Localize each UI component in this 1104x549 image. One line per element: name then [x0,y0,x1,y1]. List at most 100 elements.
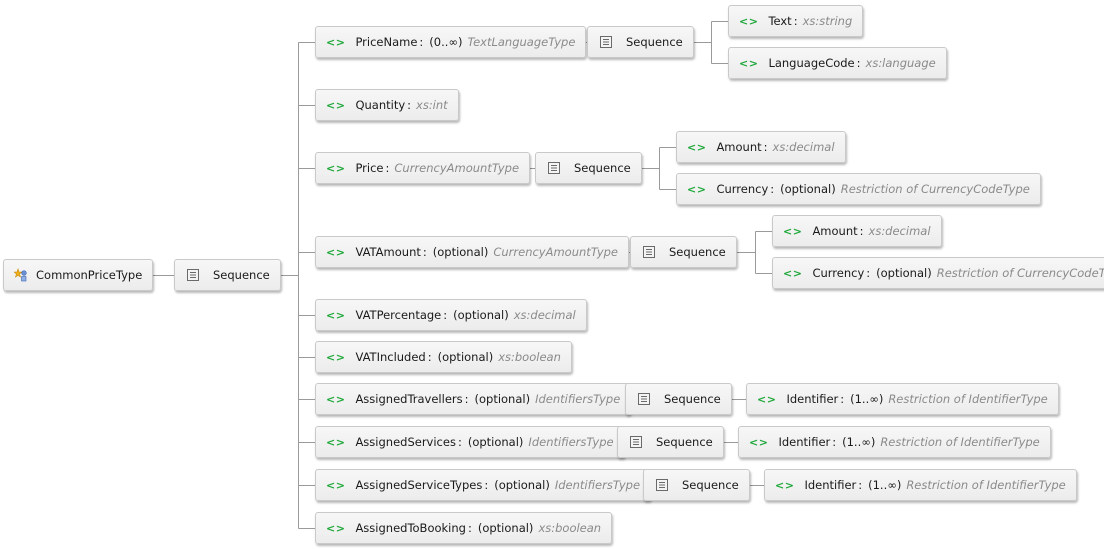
sequence-label: Sequence [682,478,739,492]
element-assignedservicetypes[interactable]: <>AssignedServiceTypes:(optional)Identif… [315,469,652,501]
sequence-icon [548,162,560,174]
element-icon: <> [326,161,346,175]
separator: : [763,140,768,154]
sequence-label: Sequence [656,435,713,449]
element-icon: <> [326,350,346,364]
element-name: Identifier [804,478,857,492]
type-name: IdentifiersType [535,392,621,406]
multiplicity: (1..∞) [842,435,876,449]
element-name: PriceName [355,35,418,49]
sequence-label: Sequence [574,161,631,175]
element-vatamount-currency[interactable]: <>Currency:(optional)Restriction of Curr… [772,257,1104,289]
type-name: Restriction of IdentifierType [888,392,1048,406]
element-assignedtravellers-sequence[interactable]: Sequence [625,383,732,415]
root-type-name: CommonPriceType [36,268,143,282]
multiplicity: (optional) [432,245,489,259]
type-name: IdentifiersType [528,435,614,449]
element-assignedtravellers[interactable]: <>AssignedTravellers:(optional)Identifie… [315,383,632,415]
separator: : [859,224,864,238]
separator: : [866,266,871,280]
type-name: TextLanguageType [467,35,576,49]
element-pricename-sequence[interactable]: Sequence [587,26,694,58]
multiplicity: (optional) [876,266,932,280]
element-vatamount-amount[interactable]: <> Amount: xs:decimal [772,215,942,247]
separator: : [770,182,775,196]
type-name: CurrencyAmountType [394,161,520,175]
type-name: xs:int [416,98,448,112]
sequence-icon [630,436,642,448]
element-name: Text [768,14,792,28]
element-assignedtravellers-identifier[interactable]: <>Identifier:(1..∞)Restriction of Identi… [746,383,1059,415]
type-name: Restriction of CurrencyCodeType [840,182,1030,196]
element-icon: <> [783,224,803,238]
separator: : [419,35,424,49]
multiplicity: (0..∞) [429,35,463,49]
type-name: xs:decimal [868,224,931,238]
type-name: xs:string [802,14,853,28]
element-name: Currency [812,266,865,280]
sequence-icon [643,246,655,258]
separator: : [856,56,861,70]
element-name: Amount [716,140,762,154]
element-assignedservices[interactable]: <> AssignedServices: (optional) Identifiers… [315,426,625,458]
type-name: xs:boolean [498,350,561,364]
element-pricename-languagecode[interactable]: <>LanguageCode:xs:language [728,47,947,79]
element-icon: <> [326,521,346,535]
separator: : [793,14,798,28]
element-name: Currency [716,182,769,196]
element-pricename[interactable]: <>PriceName:(0..∞)TextLanguageType [315,26,587,58]
element-icon: <> [749,435,769,449]
separator: : [484,478,489,492]
element-vatamount[interactable]: <>VATAmount:(optional)CurrencyAmountType [315,236,630,268]
element-price-currency[interactable]: <>Currency:(optional)Restriction of Curr… [676,173,1041,205]
multiplicity: (optional) [437,350,494,364]
element-name: Identifier [786,392,839,406]
element-assignedservices-sequence[interactable]: Sequence [617,426,724,458]
element-name: AssignedServiceTypes [355,478,483,492]
element-assignedservicetypes-sequence[interactable]: Sequence [643,469,750,501]
multiplicity: (optional) [453,308,509,322]
element-icon: <> [326,308,346,322]
element-icon: <> [326,245,346,259]
element-vatincluded[interactable]: <>VATIncluded:(optional)xs:boolean [315,341,572,373]
element-assignedservices-identifier[interactable]: <>Identifier:(1..∞)Restriction of Identi… [738,426,1051,458]
separator: : [407,98,412,112]
sequence-icon [638,393,650,405]
type-name: xs:language [865,56,936,70]
element-name: Amount [812,224,858,238]
element-icon: <> [326,435,346,449]
element-price-amount[interactable]: <>Amount:xs:decimal [676,131,846,163]
sequence-label: Sequence [626,35,683,49]
element-name: Price [355,161,384,175]
multiplicity: (1..∞) [868,478,902,492]
separator: : [457,435,462,449]
element-vatpercentage[interactable]: <>VATPercentage:(optional)xs:decimal [315,299,587,331]
type-name: IdentifiersType [554,478,641,492]
element-name: VATPercentage [355,308,442,322]
element-name: AssignedToBooking [355,521,466,535]
sequence-icon [656,479,668,491]
root-complex-type[interactable]: CommonPriceType [3,259,154,291]
separator: : [467,521,472,535]
multiplicity: (optional) [477,521,534,535]
element-vatamount-sequence[interactable]: Sequence [630,236,737,268]
element-price-sequence[interactable]: Sequence [535,152,642,184]
element-icon: <> [326,98,346,112]
element-assignedtobooking[interactable]: <>AssignedToBooking:(optional)xs:boolean [315,512,613,544]
element-icon: <> [687,140,707,154]
separator: : [858,478,863,492]
sequence-label: Sequence [664,392,721,406]
element-quantity[interactable]: <>Quantity:xs:int [315,89,459,121]
element-name: AssignedServices [355,435,456,449]
element-assignedservicetypes-identifier[interactable]: <>Identifier:(1..∞)Restriction of Identi… [764,469,1077,501]
element-pricename-text[interactable]: <> Text: xs:string [728,5,864,37]
element-price[interactable]: <>Price:CurrencyAmountType [315,152,531,184]
element-icon: <> [739,14,759,28]
type-name: Restriction of CurrencyCodeType [936,266,1104,280]
sequence-label: Sequence [213,268,270,282]
multiplicity: (optional) [467,435,524,449]
root-sequence[interactable]: Sequence [174,259,281,291]
element-icon: <> [739,56,759,70]
element-name: VATIncluded [355,350,426,364]
